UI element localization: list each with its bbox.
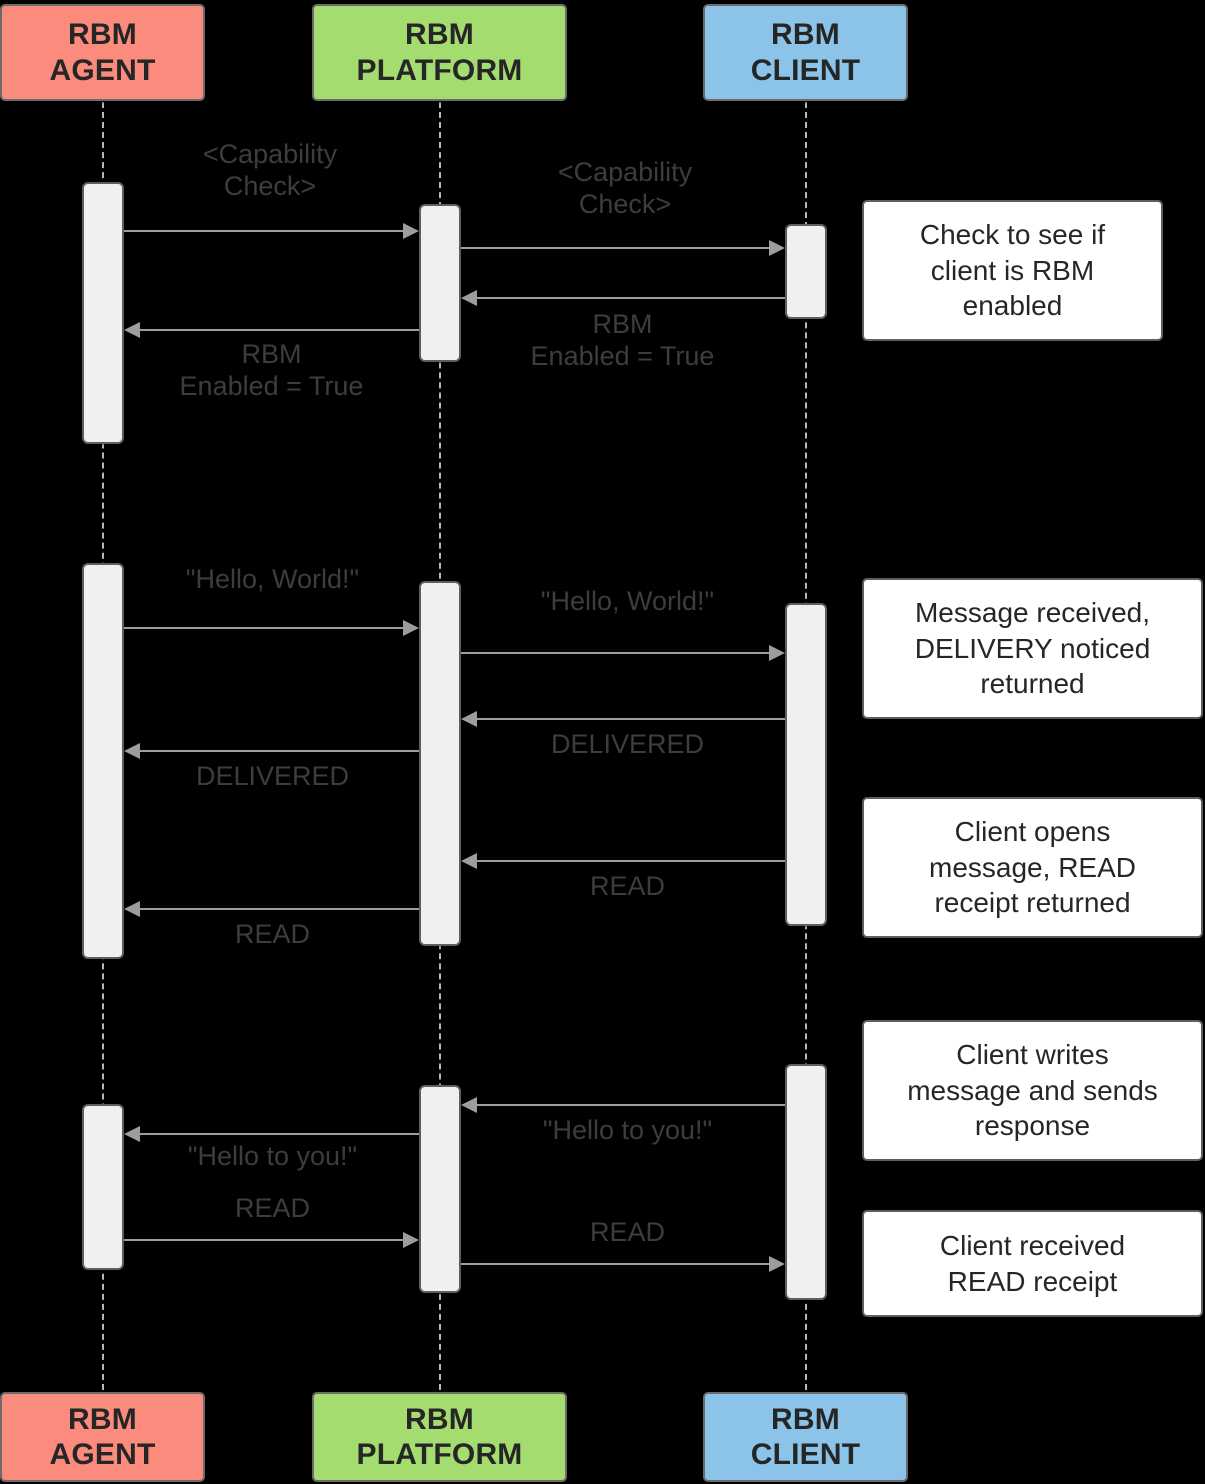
actor-header-agent[interactable]: RBM AGENT (0, 4, 205, 101)
actor-footer-platform[interactable]: RBM PLATFORM (312, 1392, 567, 1482)
actor-header-platform-line2: PLATFORM (356, 53, 523, 87)
message-line-m1 (124, 230, 403, 232)
activation-client-3 (785, 1064, 827, 1300)
message-line-m11 (477, 1104, 785, 1106)
message-label-m14: READ (589, 1217, 665, 1247)
message-label-m4: RBM Enabled = True (179, 339, 364, 402)
message-line-m7 (477, 718, 785, 720)
activation-platform-1 (419, 204, 461, 362)
arrowhead-m2 (769, 240, 785, 256)
actor-header-agent-line1: RBM (68, 18, 137, 52)
message-line-m4 (140, 329, 419, 331)
arrowhead-m6 (769, 645, 785, 661)
actor-header-platform[interactable]: RBM PLATFORM (312, 4, 567, 101)
message-label-m9: READ (589, 871, 665, 901)
activation-platform-2 (419, 581, 461, 946)
activation-agent-1 (82, 182, 124, 444)
actor-footer-platform-line2: PLATFORM (356, 1438, 523, 1471)
message-label-m12: "Hello to you!" (187, 1141, 358, 1171)
arrowhead-m3 (461, 290, 477, 306)
actor-header-client-line2: CLIENT (750, 53, 861, 87)
actor-footer-agent-line2: AGENT (49, 1438, 156, 1471)
arrowhead-m10 (124, 901, 140, 917)
actor-footer-platform-line1: RBM (405, 1402, 474, 1436)
message-line-m14 (461, 1263, 769, 1265)
message-label-m5: "Hello, World!" (185, 564, 360, 594)
note-check-rbm-enabled: Check to see if client is RBM enabled (862, 200, 1163, 341)
message-label-m3: RBM Enabled = True (530, 309, 715, 372)
message-label-m6: "Hello, World!" (540, 586, 715, 616)
actor-header-platform-line1: RBM (405, 18, 474, 52)
message-line-m5 (124, 627, 403, 629)
arrowhead-m12 (124, 1126, 140, 1142)
actor-footer-agent[interactable]: RBM AGENT (0, 1392, 205, 1482)
actor-footer-client-line1: RBM (771, 1402, 840, 1436)
message-label-m13: READ (234, 1193, 310, 1223)
actor-footer-client[interactable]: RBM CLIENT (703, 1392, 908, 1482)
arrowhead-m8 (124, 743, 140, 759)
note-client-writes-message: Client writes message and sends response (862, 1020, 1203, 1161)
message-label-m2: <Capability Check> (557, 157, 693, 220)
note-client-received-read: Client received READ receipt (862, 1210, 1203, 1317)
arrowhead-m13 (403, 1232, 419, 1248)
actor-header-client-line1: RBM (771, 18, 840, 52)
note-message-received: Message received, DELIVERY noticed retur… (862, 578, 1203, 719)
message-line-m9 (477, 860, 785, 862)
message-line-m10 (140, 908, 419, 910)
message-line-m13 (124, 1239, 403, 1241)
message-label-m8: DELIVERED (195, 761, 350, 791)
activation-agent-2 (82, 563, 124, 959)
message-label-m7: DELIVERED (550, 729, 705, 759)
arrowhead-m9 (461, 853, 477, 869)
message-label-m10: READ (234, 919, 310, 949)
note-client-opens-message: Client opens message, READ receipt retur… (862, 797, 1203, 938)
arrowhead-m14 (769, 1256, 785, 1272)
actor-footer-client-line2: CLIENT (750, 1438, 861, 1471)
message-label-m11: "Hello to you!" (542, 1115, 713, 1145)
activation-client-2 (785, 603, 827, 926)
message-line-m2 (461, 247, 769, 249)
message-label-m1: <Capability Check> (202, 139, 338, 202)
activation-agent-3 (82, 1104, 124, 1270)
arrowhead-m11 (461, 1097, 477, 1113)
actor-header-agent-line2: AGENT (49, 53, 156, 87)
message-line-m8 (140, 750, 419, 752)
activation-client-1 (785, 224, 827, 319)
arrowhead-m5 (403, 620, 419, 636)
arrowhead-m4 (124, 322, 140, 338)
activation-platform-3 (419, 1085, 461, 1293)
arrowhead-m7 (461, 711, 477, 727)
actor-header-client[interactable]: RBM CLIENT (703, 4, 908, 101)
actor-footer-agent-line1: RBM (68, 1402, 137, 1436)
arrowhead-m1 (403, 223, 419, 239)
message-line-m3 (477, 297, 785, 299)
message-line-m12 (140, 1133, 419, 1135)
message-line-m6 (461, 652, 769, 654)
